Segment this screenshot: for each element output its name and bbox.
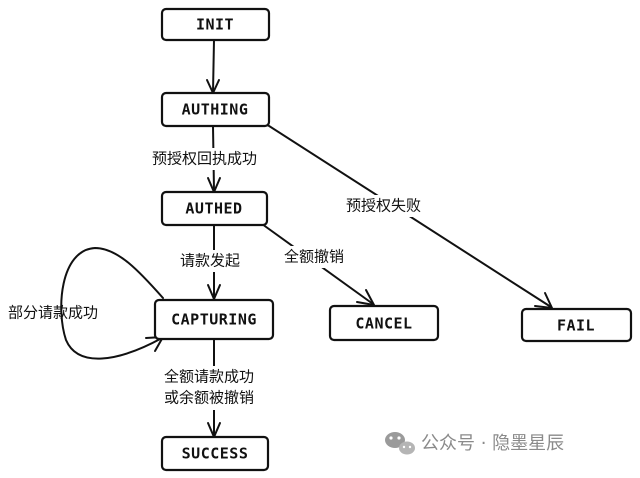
label-capture-request: 请款发起 [180, 252, 240, 270]
node-cancel-label: CANCEL [355, 315, 412, 333]
node-authed-label: AUTHED [185, 200, 242, 218]
node-init-label: INIT [196, 16, 234, 34]
edge-init-to-authing [212, 39, 215, 93]
node-authing-label: AUTHING [182, 101, 249, 119]
watermark: 公众号 · 隐墨星辰 [385, 432, 564, 455]
node-authing: AUTHING [160, 91, 271, 128]
label-auth-success: 预授权回执成功 [152, 150, 257, 168]
edge-capturing-self-loop [60, 247, 164, 360]
wechat-icon [385, 432, 415, 455]
watermark-text: 公众号 · 隐墨星辰 [421, 433, 564, 454]
label-complete-line1: 全额请款成功 [164, 368, 254, 386]
label-complete-line2: 或余额被撤销 [164, 389, 254, 407]
node-fail: FAIL [520, 307, 633, 343]
node-capturing-label: CAPTURING [171, 311, 257, 329]
node-success-label: SUCCESS [182, 445, 249, 463]
label-partial-capture: 部分请款成功 [8, 304, 98, 322]
node-init: INIT [160, 7, 271, 42]
node-fail-label: FAIL [557, 317, 595, 335]
label-auth-fail: 预授权失败 [346, 197, 421, 215]
node-success: SUCCESS [160, 435, 270, 472]
node-capturing: CAPTURING [153, 298, 275, 341]
label-full-cancel: 全额撤销 [284, 248, 344, 266]
node-authed: AUTHED [160, 190, 269, 227]
node-cancel: CANCEL [328, 304, 440, 342]
